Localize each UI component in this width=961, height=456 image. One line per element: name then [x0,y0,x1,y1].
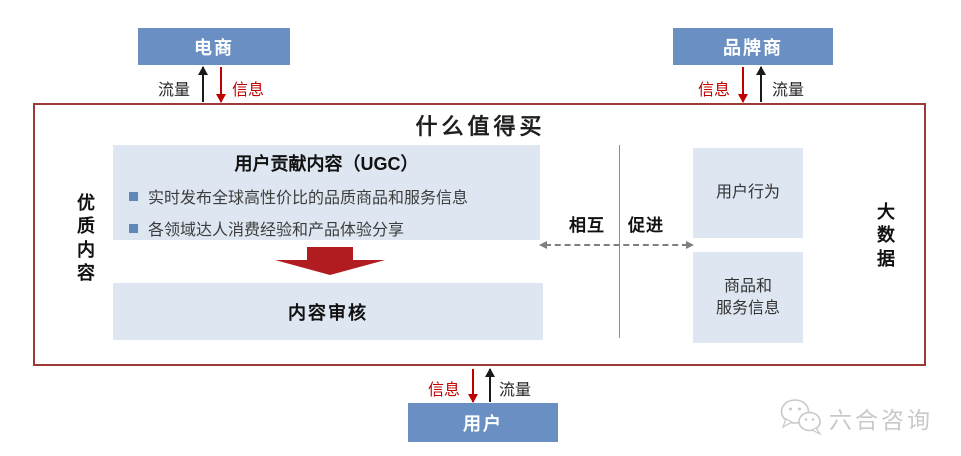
quality-content-vertical-label: 优质内容 [77,193,95,284]
info-label-top-right: 信息 [698,82,731,99]
info-label-bottom: 信息 [428,382,461,399]
traffic-label-top-right: 流量 [772,82,805,99]
traffic-up-arrow-right [760,67,762,102]
bullet-square-icon [129,223,138,233]
info-down-arrow-left [220,67,222,102]
user-box: 用户 [408,403,558,442]
block-arrow-stem [307,247,353,260]
goods-info-line: 商品和 [723,277,772,295]
info-down-arrow-right [742,67,744,102]
ugc-bullet-text: 实时发布全球高性价比的品质商品和服务信息 [148,190,469,207]
ugc-to-review-block-arrow-icon [275,247,385,275]
info-label-top-left: 信息 [232,82,265,99]
traffic-up-arrow-left [202,67,204,102]
liuhe-logo: 六合咨询 [779,398,933,438]
goods-info-line: 服务信息 [715,299,780,317]
platform-title: 什么值得买 [415,114,546,139]
mutual-label-right: 促进 [628,216,664,235]
traffic-up-arrow-bottom [489,369,491,402]
logo-text: 六合咨询 [829,407,933,433]
mutual-label-left: 相互 [569,216,605,235]
user-behavior-label: 用户行为 [715,184,780,202]
ugc-title: 用户贡献内容（UGC） [234,154,419,174]
ugc-bullet-text: 各领域达人消费经验和产品体验分享 [148,222,405,239]
wechat-icon [780,399,822,436]
divider-line [619,145,620,338]
goods-service-info-box: 商品和 服务信息 [693,252,803,343]
platform-border-box [33,103,926,366]
mutual-promotion-double-arrow-icon [539,241,694,249]
block-arrow-head [275,260,385,275]
content-review-box: 内容审核 [113,283,543,340]
brand-box: 品牌商 [673,28,833,65]
ugc-box: 用户贡献内容（UGC） 实时发布全球高性价比的品质商品和服务信息 各领域达人消费… [113,145,540,240]
user-behavior-box: 用户行为 [693,148,803,238]
ugc-bullet-row: 实时发布全球高性价比的品质商品和服务信息 [129,184,540,208]
info-down-arrow-bottom [472,369,474,402]
bullet-square-icon [129,191,138,201]
ugc-bullet-row: 各领域达人消费经验和产品体验分享 [129,216,540,240]
ecommerce-box: 电商 [138,28,290,65]
big-data-vertical-label: 大数据 [877,202,895,269]
traffic-label-bottom: 流量 [499,382,532,399]
traffic-label-top-left: 流量 [158,82,191,99]
